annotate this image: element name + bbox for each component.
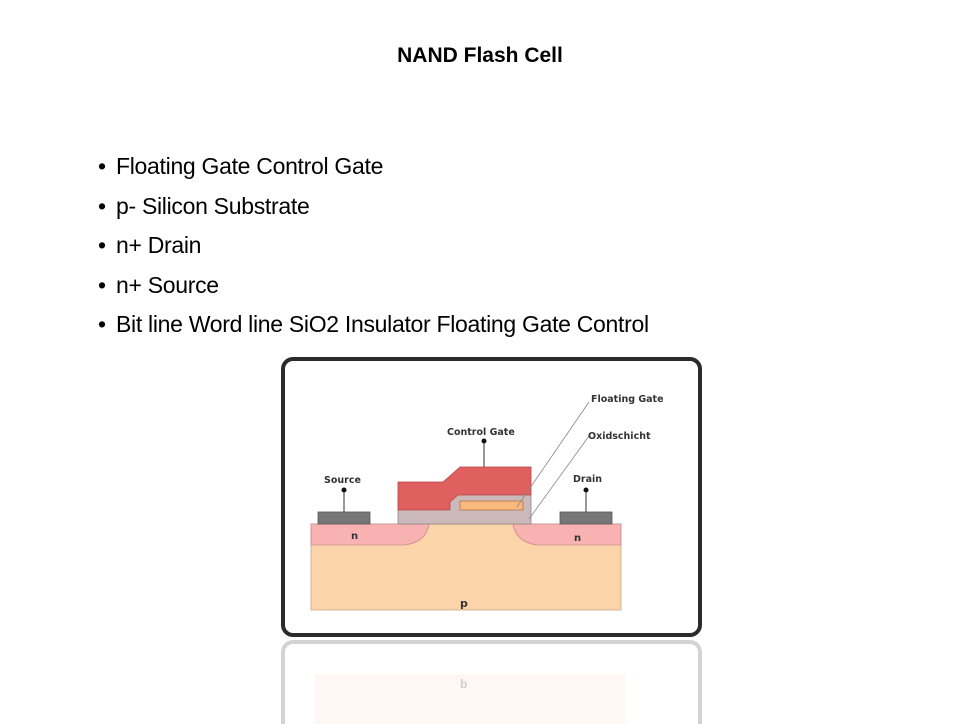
bullet-text: Bit line Word line SiO2 Insulator Floati… [116, 311, 649, 337]
bullet-item: • n+ Source [98, 271, 649, 311]
bullet-text: n+ Drain [116, 232, 202, 258]
bullet-item: • p- Silicon Substrate [98, 192, 649, 232]
diagram-frame: Floating Gate Oxidschicht Control Gate S… [281, 357, 702, 637]
bullet-item: • Bit line Word line SiO2 Insulator Float… [98, 310, 649, 350]
label-oxide: Oxidschicht [588, 431, 651, 442]
source-contact [317, 511, 371, 525]
n-region-left [310, 523, 430, 546]
drain-terminal [583, 487, 589, 493]
source-terminal [341, 487, 347, 493]
control-gate [397, 466, 532, 511]
bullet-item: • n+ Drain [98, 231, 649, 271]
reflection-substrate [315, 674, 625, 724]
drain-contact [559, 511, 613, 525]
diagram-reflection: b [281, 640, 702, 724]
floating-gate [459, 500, 524, 511]
n-region-right [512, 523, 622, 546]
flash-cell-diagram: Floating Gate Oxidschicht Control Gate S… [310, 394, 664, 611]
bullet-text: n+ Source [116, 271, 219, 298]
label-n-left: n [351, 531, 358, 542]
control-gate-terminal [481, 438, 487, 444]
label-p: p [460, 597, 468, 610]
reflection-label: b [460, 677, 468, 691]
label-control-gate: Control Gate [447, 427, 515, 438]
label-drain: Drain [573, 474, 602, 485]
bullet-dot: • [98, 232, 106, 258]
bullet-dot: • [98, 192, 106, 219]
bullet-item: • Floating Gate Control Gate [98, 152, 649, 192]
bullet-dot: • [98, 271, 106, 298]
slide-title: NAND Flash Cell [397, 44, 563, 67]
bullet-text: p- Silicon Substrate [116, 192, 310, 219]
bullet-text: Floating Gate Control Gate [116, 153, 384, 179]
label-source: Source [324, 475, 361, 486]
bullet-dot: • [98, 311, 106, 337]
label-floating-gate: Floating Gate [591, 394, 664, 405]
bullet-dot: • [98, 153, 106, 179]
label-n-right: n [574, 533, 581, 544]
bullet-list: • Floating Gate Control Gate • p- Silicon … [98, 152, 649, 350]
